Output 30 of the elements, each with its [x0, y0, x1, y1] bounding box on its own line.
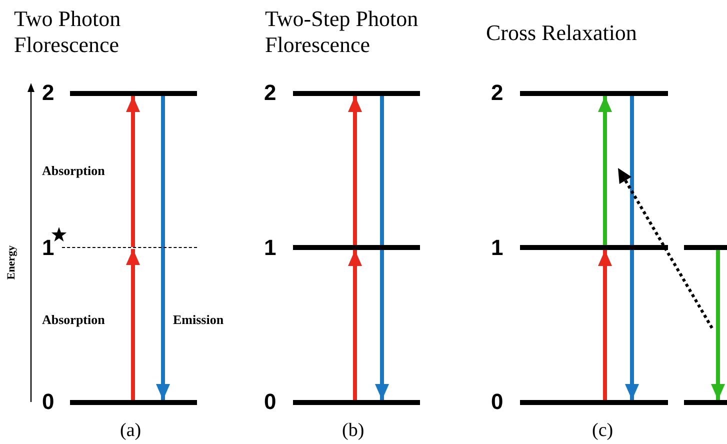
transition-arrow	[126, 249, 140, 400]
transition-arrow	[598, 96, 612, 245]
transition-arrow	[156, 96, 170, 400]
virtual-level-line	[62, 247, 197, 248]
process-label: Absorption	[42, 312, 105, 327]
level-number: 1	[491, 237, 504, 259]
panel-title: Cross Relaxation	[486, 20, 638, 46]
level-number: 1	[42, 237, 54, 259]
level-number: 1	[264, 237, 276, 259]
transition-arrow	[375, 96, 389, 400]
level-number: 0	[491, 391, 504, 413]
transition-arrow	[598, 250, 612, 400]
level-number: 2	[264, 82, 276, 104]
level-number: 2	[491, 82, 504, 104]
level-number: 0	[264, 391, 276, 413]
panel-caption: (a)	[120, 420, 142, 442]
level-number: 0	[42, 391, 54, 413]
level-number: 2	[42, 82, 54, 104]
transition-arrow	[348, 96, 362, 245]
transition-arrow	[711, 250, 725, 400]
panel-caption: (b)	[342, 420, 364, 442]
transition-arrow	[348, 250, 362, 400]
axis-label: Energy	[4, 245, 19, 280]
panel-title: Two Photon Florescence	[14, 6, 122, 58]
transition-arrow	[625, 96, 639, 400]
transition-arrow	[126, 96, 140, 247]
panel-caption: (c)	[592, 420, 614, 442]
process-label: Absorption	[42, 163, 105, 178]
panel-title: Two-Step Photon Florescence	[265, 6, 420, 58]
process-label: Emission	[173, 312, 224, 327]
